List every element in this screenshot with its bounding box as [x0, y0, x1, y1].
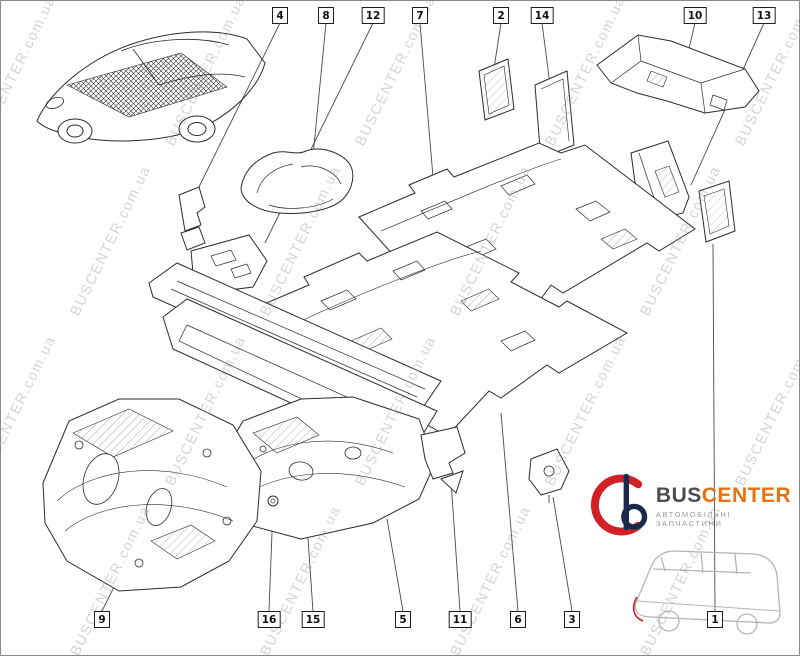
logo-text-bus: BUS — [655, 484, 702, 507]
part-1-side-panel — [698, 180, 736, 243]
callout-11[interactable]: 11 — [448, 611, 472, 628]
callout-1[interactable]: 1 — [707, 611, 723, 628]
logo-text-center: CENTER — [701, 484, 792, 507]
part-16-grommet — [267, 495, 279, 507]
callout-12[interactable]: 12 — [361, 7, 385, 24]
callout-6[interactable]: 6 — [510, 611, 526, 628]
leader-lines — [101, 22, 765, 612]
part-10-rear-shelf-insulator — [596, 34, 760, 114]
logo-title: BUSCENTER — [656, 485, 799, 506]
logo-text-block: BUSCENTER АВТОМОБІЛЬНІ ЗАПЧАСТИНИ — [656, 485, 799, 528]
callout-10[interactable]: 10 — [683, 7, 707, 24]
callout-15[interactable]: 15 — [301, 611, 325, 628]
buscenter-logo-icon — [590, 473, 648, 536]
callout-2[interactable]: 2 — [493, 7, 509, 24]
callout-3[interactable]: 3 — [564, 611, 580, 628]
callout-5[interactable]: 5 — [395, 611, 411, 628]
part-3-bracket — [528, 448, 570, 503]
callout-16[interactable]: 16 — [257, 611, 281, 628]
part-2-panel — [478, 58, 515, 121]
car-sketch — [36, 31, 266, 144]
van-sketch — [632, 550, 781, 635]
logo-subtitle: АВТОМОБІЛЬНІ ЗАПЧАСТИНИ — [655, 510, 732, 528]
part-4-bracket — [178, 186, 206, 251]
callout-14[interactable]: 14 — [530, 7, 554, 24]
part-8-insulator — [240, 148, 354, 214]
buscenter-logo: BUSCENTER АВТОМОБІЛЬНІ ЗАПЧАСТИНИ — [587, 471, 799, 539]
part-11-insulator — [420, 426, 466, 494]
callout-8[interactable]: 8 — [318, 7, 334, 24]
callout-7[interactable]: 7 — [412, 7, 428, 24]
callout-9[interactable]: 9 — [94, 611, 110, 628]
part-14-panel — [534, 70, 575, 166]
part-9-dash-panel — [42, 398, 262, 592]
callout-4[interactable]: 4 — [272, 7, 288, 24]
callout-13[interactable]: 13 — [752, 7, 776, 24]
